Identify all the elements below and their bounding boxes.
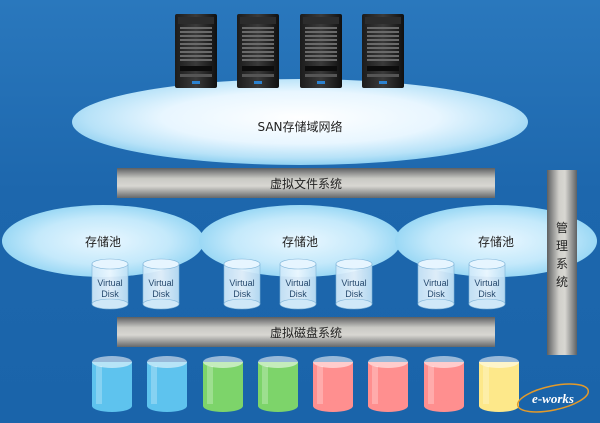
virtual-disk-system-bar: 虚拟磁盘系统 — [117, 317, 495, 347]
storage-pool-1: 存储池 — [2, 205, 204, 277]
watermark-text: e-works — [532, 391, 574, 406]
storage-pool-label: 存储池 — [85, 234, 121, 249]
server-icon — [237, 14, 279, 88]
physical-disk — [368, 356, 408, 412]
physical-disk — [424, 356, 464, 412]
server-icon — [300, 14, 342, 88]
eworks-watermark: e-works — [516, 383, 590, 413]
san-network-ellipse: SAN存储域网络 — [72, 79, 528, 165]
virtual-file-system-label: 虚拟文件系统 — [270, 176, 342, 191]
server-rack-group — [175, 14, 404, 88]
physical-disks — [92, 356, 519, 412]
server-icon — [175, 14, 217, 88]
san-network-label: SAN存储域网络 — [257, 119, 342, 134]
physical-disk — [479, 356, 519, 412]
storage-pool-label: 存储池 — [478, 234, 514, 249]
physical-disk — [147, 356, 187, 412]
storage-pool-3: 存储池 — [395, 205, 597, 277]
server-icon — [362, 14, 404, 88]
physical-disk — [313, 356, 353, 412]
storage-pool-label: 存储池 — [282, 234, 318, 249]
physical-disk — [258, 356, 298, 412]
virtual-file-system-bar: 虚拟文件系统 — [117, 168, 495, 198]
management-system-bar: 管理系统 — [547, 170, 577, 355]
management-system-label: 管理系统 — [556, 220, 568, 289]
physical-disk — [92, 356, 132, 412]
virtual-disk-system-label: 虚拟磁盘系统 — [270, 325, 342, 340]
physical-disk — [203, 356, 243, 412]
